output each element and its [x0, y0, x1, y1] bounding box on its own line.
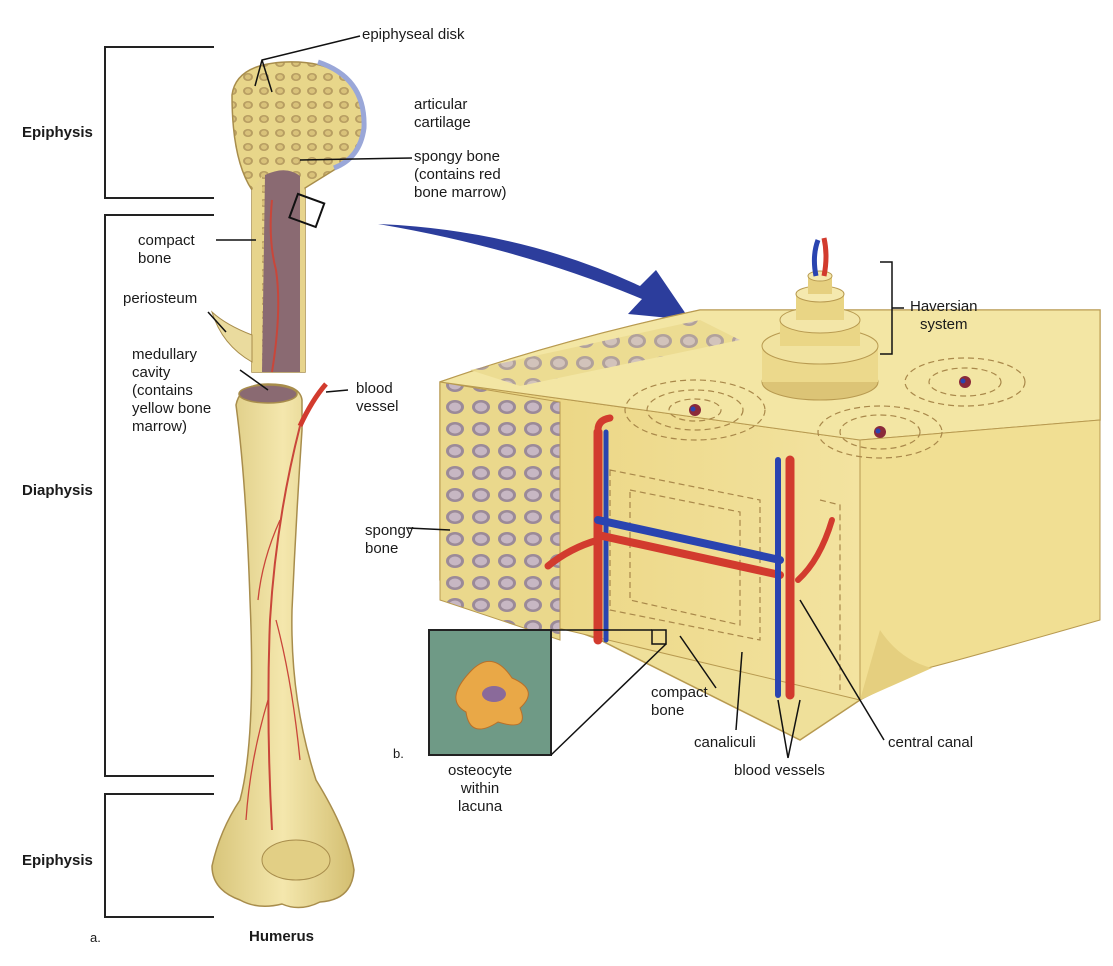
- section-label-epiphysis-bottom: Epiphysis: [22, 852, 93, 869]
- zoom-arrow: [378, 224, 690, 320]
- label-epiphyseal-disk: epiphyseal disk: [362, 26, 465, 44]
- label-osteocyte: osteocyte within lacuna: [448, 762, 512, 816]
- section-label-diaphysis: Diaphysis: [22, 482, 93, 499]
- humerus-proximal: [212, 62, 364, 372]
- label-canaliculi: canaliculi: [694, 734, 756, 752]
- label-spongy-bone-a: spongy bone (contains red bone marrow): [414, 148, 507, 202]
- humerus-distal: [212, 384, 354, 908]
- panel-a-letter: a.: [90, 930, 101, 945]
- label-compact-bone-a: compact bone: [138, 232, 195, 268]
- section-brackets: [105, 47, 214, 917]
- section-label-epiphysis-top: Epiphysis: [22, 124, 93, 141]
- panel-b-letter: b.: [393, 746, 404, 761]
- label-haversian-system: Haversian system: [910, 298, 978, 334]
- caption-humerus: Humerus: [249, 928, 314, 945]
- label-periosteum: periosteum: [123, 290, 197, 308]
- label-articular-cartilage: articular cartilage: [414, 96, 471, 132]
- label-central-canal: central canal: [888, 734, 973, 752]
- label-blood-vessel: blood vessel: [356, 380, 399, 416]
- label-spongy-bone-b: spongy bone: [365, 522, 413, 558]
- label-blood-vessels: blood vessels: [734, 762, 825, 780]
- label-medullary-cavity: medullary cavity (contains yellow bone m…: [132, 346, 211, 436]
- label-compact-bone-b: compact bone: [651, 684, 708, 720]
